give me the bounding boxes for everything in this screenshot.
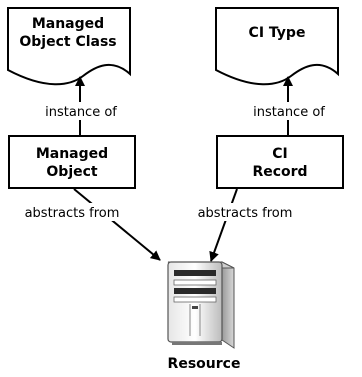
left-instance-label: instance of	[45, 105, 117, 120]
ci-record-box: CI Record	[216, 135, 344, 189]
ci-record-line2: Record	[252, 164, 307, 180]
resource-label: Resource	[168, 356, 241, 372]
managed-object-class-doc: Managed Object Class	[7, 7, 131, 86]
ci-record-line1: CI	[272, 146, 287, 162]
right-instance-label: instance of	[253, 105, 325, 120]
managed-object-class-line1: Managed	[32, 16, 104, 32]
left-abstract-arrow	[73, 188, 161, 261]
managed-object-box: Managed Object	[8, 135, 136, 189]
managed-object-line2: Object	[46, 164, 98, 180]
ci-type-doc: CI Type	[215, 7, 339, 86]
right-abstract-label: abstracts from	[198, 206, 293, 221]
right-abstract-arrow	[209, 188, 238, 262]
server-icon	[167, 261, 235, 349]
managed-object-line1: Managed	[36, 146, 108, 162]
ci-type-label: CI Type	[249, 25, 306, 41]
left-abstract-label: abstracts from	[25, 206, 120, 221]
managed-object-class-line2: Object Class	[19, 34, 116, 50]
